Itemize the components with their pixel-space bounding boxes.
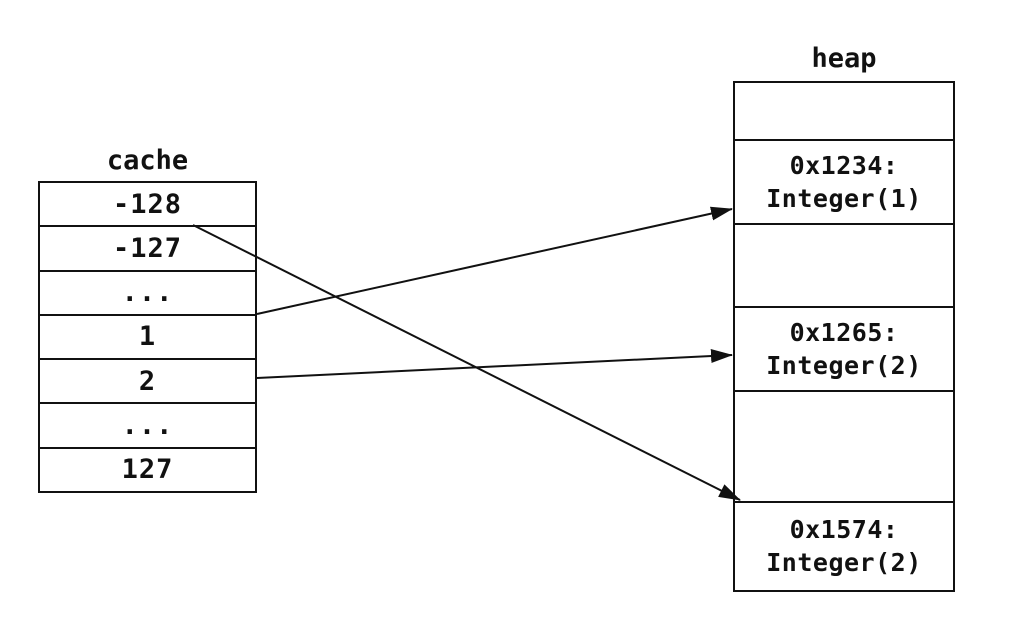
cache-row-ellipsis-bottom: ... xyxy=(40,402,255,446)
cache-row-127: 127 xyxy=(40,446,255,491)
heap-cell-0x1234: 0x1234: Integer(1) xyxy=(735,138,953,223)
cache-table: -128 -127 ... 1 2 ... 127 xyxy=(38,181,257,493)
heap-table: 0x1234: Integer(1) 0x1265: Integer(2) 0x… xyxy=(733,81,955,592)
heap-cell-0x1574: 0x1574: Integer(2) xyxy=(735,500,953,590)
cache-row-2: 2 xyxy=(40,358,255,402)
heap-cell-address: 0x1234: xyxy=(789,150,899,180)
heap-cell-value: Integer(2) xyxy=(766,350,922,380)
cache-title: cache xyxy=(106,145,189,176)
cache-row-1: 1 xyxy=(40,313,255,358)
heap-cell-value: Integer(1) xyxy=(766,183,922,213)
heap-cell-0x1265: 0x1265: Integer(2) xyxy=(735,306,953,389)
heap-cell-empty-1 xyxy=(735,83,953,139)
heap-cell-empty-3 xyxy=(735,389,953,501)
heap-cell-address: 0x1574: xyxy=(789,515,899,545)
arrow-cache-1-to-heap-0x1234 xyxy=(256,206,733,315)
heap-title: heap xyxy=(811,43,877,74)
heap-cell-value: Integer(2) xyxy=(766,548,922,578)
cache-row--127: -127 xyxy=(40,225,255,269)
cache-row-ellipsis-top: ... xyxy=(40,269,255,314)
arrow-cache-2-to-heap-0x1265 xyxy=(256,349,733,379)
arrow-cache--128-to-heap-0x1574 xyxy=(192,224,741,501)
heap-cell-empty-2 xyxy=(735,222,953,306)
cache-row--128: -128 xyxy=(112,188,183,220)
heap-cell-address: 0x1265: xyxy=(789,317,899,347)
